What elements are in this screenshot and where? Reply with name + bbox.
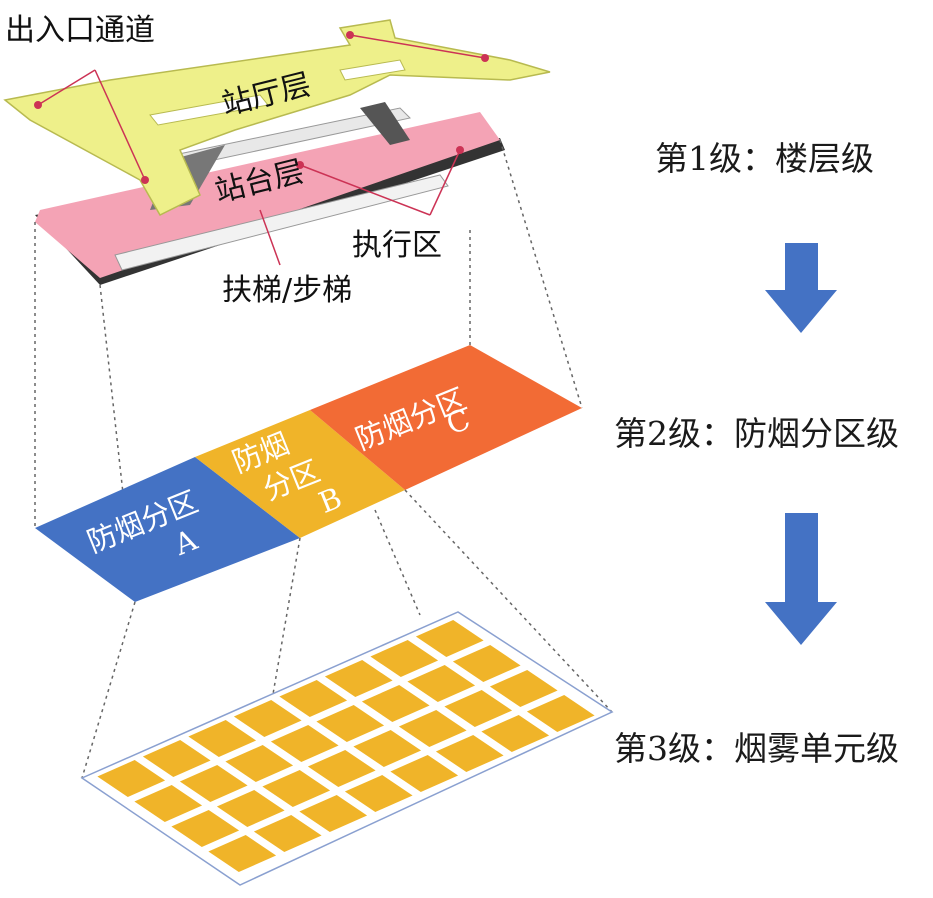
marker-dot — [456, 146, 464, 154]
zone-c — [310, 345, 582, 490]
smoke-cell-level — [80, 611, 614, 886]
smoke-cell — [444, 690, 513, 727]
down-arrow-icon — [765, 513, 837, 645]
smoke-cell — [142, 740, 211, 777]
smoke-cell — [225, 745, 294, 782]
projection-lines-1 — [34, 139, 583, 603]
escalator-label: 扶梯/步梯 — [222, 273, 352, 308]
marker-dot — [346, 31, 354, 39]
smoke-cell — [134, 785, 203, 822]
marker-dot — [481, 54, 489, 62]
smoke-cell — [415, 620, 484, 657]
hall-opening-2 — [339, 59, 406, 81]
smoke-cell — [233, 700, 302, 737]
zone-a — [35, 457, 300, 602]
smoke-cell — [316, 705, 385, 742]
smoke-cell — [97, 760, 166, 797]
level-1-label: 第1级：楼层级 — [655, 139, 874, 178]
train-lower — [114, 174, 449, 271]
level-3-label: 第3级：烟雾单元级 — [614, 729, 899, 768]
zone-b — [195, 410, 405, 538]
smoke-cell — [481, 715, 550, 752]
entrance-label: 出入口通道 — [5, 13, 155, 48]
marker-dot — [34, 101, 42, 109]
smoke-cell — [344, 775, 413, 812]
smoke-cell — [390, 755, 459, 792]
smoke-cell — [398, 710, 467, 747]
hall-floor — [3, 19, 551, 216]
smoke-cell — [526, 695, 595, 732]
smoke-cell — [179, 765, 248, 802]
smoke-cell — [171, 810, 240, 847]
smoke-cell — [361, 685, 430, 722]
smoke-cell — [188, 720, 257, 757]
exec-zone-label: 执行区 — [352, 228, 442, 263]
floor-level-illustration: 出入口通道 站厅层 站台层 执行区 扶梯/步梯 — [3, 13, 551, 308]
smoke-cell — [279, 680, 348, 717]
smoke-cell — [435, 735, 504, 772]
smoke-cell — [489, 670, 558, 707]
down-arrow-icon — [765, 243, 837, 333]
marker-dot — [296, 161, 304, 169]
smoke-cell — [353, 730, 422, 767]
smoke-cell — [370, 640, 439, 677]
smoke-cell — [324, 660, 393, 697]
marker-dot — [141, 176, 149, 184]
smoke-cell — [270, 725, 339, 762]
smoke-cell — [208, 835, 277, 872]
smoke-cell — [216, 790, 285, 827]
smoke-cell — [253, 815, 322, 852]
callout-guide-lines — [37, 34, 486, 266]
escalator-right — [360, 102, 410, 145]
smoke-cell — [299, 795, 368, 832]
smoke-cell — [307, 750, 376, 787]
smoke-cell — [452, 645, 521, 682]
platform-floor — [35, 112, 500, 278]
smoke-zone-level: 防烟分区 A 防烟 分区 B 防烟分区 C — [35, 345, 582, 602]
level-2-label: 第2级：防烟分区级 — [614, 414, 899, 453]
smoke-cell — [262, 770, 331, 807]
cell-grid — [97, 620, 595, 872]
smoke-cell — [407, 665, 476, 702]
hall-opening-1 — [149, 94, 269, 126]
